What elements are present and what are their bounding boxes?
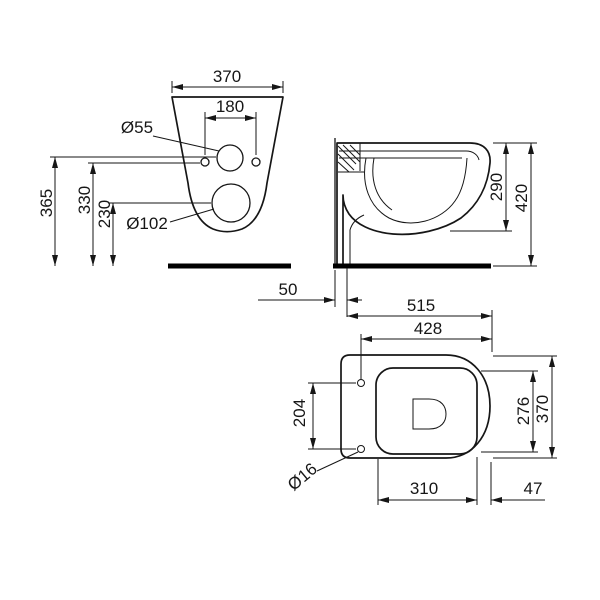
front-offset-label: 47 bbox=[524, 479, 543, 498]
opening-length-dim: 310 bbox=[377, 457, 478, 505]
fixing-height-dim: 330 bbox=[75, 162, 200, 266]
drain-spot bbox=[412, 398, 447, 430]
overall-width-label: 370 bbox=[533, 395, 552, 423]
overall-width-dim: 370 bbox=[493, 355, 557, 459]
side-outline bbox=[336, 142, 491, 267]
inlet-diameter-leader: Ø55 bbox=[121, 118, 220, 152]
opening-length-label: 310 bbox=[410, 479, 438, 498]
inner-width-dim: 276 bbox=[481, 370, 538, 453]
outlet-hole bbox=[211, 183, 251, 223]
inlet-diameter-label: Ø55 bbox=[121, 118, 153, 137]
fixing-height-label: 330 bbox=[75, 186, 94, 214]
fixing-hole-depth-label: 428 bbox=[414, 319, 442, 338]
overall-height-label: 420 bbox=[512, 184, 531, 212]
top-fixing-hole-lower bbox=[357, 445, 365, 453]
outlet-wall-distance-dim: 50 bbox=[258, 268, 362, 317]
fixing-hole-spacing-dim: 204 bbox=[290, 382, 356, 450]
overall-depth-label: 515 bbox=[407, 296, 435, 315]
inner-width-label: 276 bbox=[514, 397, 533, 425]
front-height-label: 290 bbox=[487, 173, 506, 201]
outlet-diameter-leader: Ø102 bbox=[126, 208, 215, 233]
overall-height-dim: 420 bbox=[493, 143, 537, 267]
rear-hole-spacing-label: 180 bbox=[216, 97, 244, 116]
seat-opening bbox=[375, 367, 478, 455]
fixing-hole-spacing-label: 204 bbox=[290, 399, 309, 427]
bowl-interior-2 bbox=[372, 157, 393, 211]
outlet-height-dim: 230 bbox=[95, 200, 211, 266]
rear-width-label: 370 bbox=[213, 67, 241, 86]
inlet-hole bbox=[216, 144, 244, 172]
bowl-interior bbox=[364, 157, 468, 224]
flush-valve-detail bbox=[337, 143, 364, 173]
rear-view: 370 180 Ø55 Ø102 365 330 bbox=[37, 67, 291, 269]
overall-depth-dim: 515 bbox=[347, 296, 493, 352]
front-height-dim: 290 bbox=[450, 142, 537, 232]
side-view: 50 290 420 bbox=[258, 138, 537, 317]
fixing-hole-diameter-label: Ø16 bbox=[284, 459, 321, 494]
rim-line-1 bbox=[339, 150, 480, 161]
fixing-hole-depth-dim: 428 bbox=[360, 319, 492, 379]
front-offset-dim: 47 bbox=[490, 462, 545, 505]
rear-fixing-hole-right bbox=[251, 157, 261, 167]
rear-outline bbox=[171, 96, 284, 233]
top-view: 515 428 204 276 370 Ø16 bbox=[284, 296, 557, 505]
top-outline bbox=[340, 354, 491, 459]
rear-width-dim: 370 bbox=[171, 67, 284, 93]
outlet-diameter-label: Ø102 bbox=[126, 214, 168, 233]
inlet-height-dim: 365 bbox=[37, 156, 216, 266]
rear-hole-spacing-dim: 180 bbox=[204, 97, 257, 155]
rear-fixing-hole-left bbox=[200, 157, 210, 167]
inlet-height-label: 365 bbox=[37, 189, 56, 217]
outlet-height-label: 230 bbox=[95, 200, 114, 228]
trap-line bbox=[349, 214, 365, 266]
top-fixing-hole-upper bbox=[357, 379, 365, 387]
outlet-wall-distance-label: 50 bbox=[279, 280, 298, 299]
